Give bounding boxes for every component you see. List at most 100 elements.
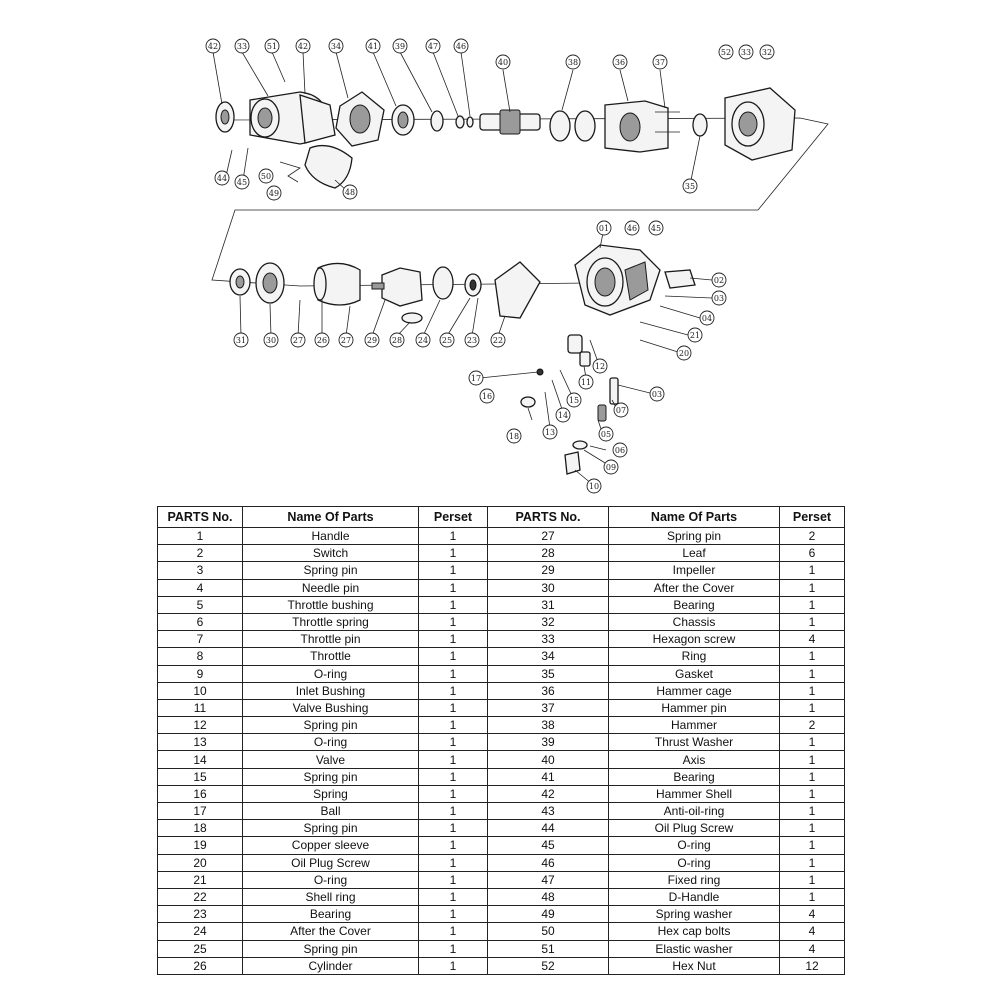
svg-text:49: 49 <box>269 189 279 198</box>
part-name-cell: Spring pin <box>242 767 419 786</box>
part-name-cell: Copper sleeve <box>242 836 419 855</box>
part-name-cell: Throttle spring <box>242 612 419 632</box>
svg-text:45: 45 <box>651 224 661 233</box>
callout: 32 <box>759 44 775 60</box>
part-number-cell: 44 <box>487 819 609 838</box>
svg-text:44: 44 <box>217 174 227 183</box>
perset-cell: 1 <box>418 612 488 632</box>
part-name-cell: After the Cover <box>242 922 419 941</box>
callout: 49 <box>266 185 282 201</box>
perset-cell: 1 <box>779 853 845 872</box>
part-name-cell: Anti-oil-ring <box>608 801 780 821</box>
callout: 16 <box>479 388 495 404</box>
part-name-cell: Axis <box>608 750 780 769</box>
perset-cell: 1 <box>418 544 488 563</box>
part-number-cell: 35 <box>487 664 609 683</box>
part-number-cell: 52 <box>487 956 609 975</box>
perset-cell: 1 <box>418 681 488 700</box>
svg-text:33: 33 <box>237 42 247 51</box>
perset-cell: 1 <box>779 733 845 752</box>
part-number-cell: 27 <box>487 526 609 546</box>
part-name-cell: Spring pin <box>242 939 419 958</box>
callout: 24 <box>415 332 431 348</box>
part-number-cell: 22 <box>157 887 243 907</box>
part-number-cell: 9 <box>157 664 243 683</box>
svg-text:50: 50 <box>261 172 271 181</box>
column-header: Perset <box>418 506 488 528</box>
callout: 07 <box>613 402 629 418</box>
svg-text:34: 34 <box>331 42 341 51</box>
callout: 04 <box>699 310 715 326</box>
part-name-cell: Thrust Washer <box>608 733 780 752</box>
part-number-cell: 40 <box>487 750 609 769</box>
part-name-cell: Spring <box>242 784 419 804</box>
part-number-cell: 15 <box>157 767 243 786</box>
callout: 13 <box>542 424 558 440</box>
column-header: Name Of Parts <box>242 506 419 528</box>
svg-text:35: 35 <box>685 182 695 191</box>
part-number-cell: 6 <box>157 612 243 632</box>
part-number-cell: 13 <box>157 733 243 752</box>
perset-cell: 1 <box>418 784 488 804</box>
part-number-cell: 41 <box>487 767 609 786</box>
svg-text:24: 24 <box>418 336 428 345</box>
callout: 20 <box>676 345 692 361</box>
part-number-cell: 36 <box>487 681 609 700</box>
column-header: PARTS No. <box>487 506 609 528</box>
perset-cell: 4 <box>779 630 845 649</box>
perset-cell: 1 <box>779 664 845 683</box>
callout: 18 <box>506 428 522 444</box>
part-name-cell: Valve <box>242 750 419 769</box>
part-number-cell: 50 <box>487 922 609 941</box>
callout: 06 <box>612 442 628 458</box>
perset-cell: 2 <box>779 716 845 735</box>
svg-text:28: 28 <box>392 336 402 345</box>
svg-text:02: 02 <box>714 276 724 285</box>
perset-cell: 1 <box>779 819 845 838</box>
part-name-cell: Spring pin <box>242 716 419 735</box>
part-name-cell: Spring pin <box>608 526 780 546</box>
part-number-cell: 51 <box>487 939 609 958</box>
svg-text:42: 42 <box>298 42 308 51</box>
callout: 35 <box>682 178 698 194</box>
part-number-cell: 33 <box>487 630 609 649</box>
callout: 33 <box>234 38 250 54</box>
part-number-cell: 34 <box>487 647 609 666</box>
perset-cell: 1 <box>418 870 488 889</box>
svg-text:37: 37 <box>655 58 665 67</box>
callout: 25 <box>439 332 455 348</box>
column-header: Name Of Parts <box>608 506 780 528</box>
svg-text:17: 17 <box>471 374 481 383</box>
part-number-cell: 19 <box>157 836 243 855</box>
svg-text:05: 05 <box>601 430 611 439</box>
callout: 37 <box>652 54 668 70</box>
svg-text:10: 10 <box>589 482 599 491</box>
part-name-cell: Gasket <box>608 664 780 683</box>
part-number-cell: 8 <box>157 647 243 666</box>
part-name-cell: Cylinder <box>242 956 419 975</box>
perset-cell: 1 <box>779 698 845 718</box>
part-number-cell: 43 <box>487 801 609 821</box>
svg-text:41: 41 <box>368 42 378 51</box>
svg-text:30: 30 <box>266 336 276 345</box>
callout: 31 <box>233 332 249 348</box>
perset-cell: 1 <box>418 664 488 683</box>
part-number-cell: 39 <box>487 733 609 752</box>
part-name-cell: O-ring <box>242 664 419 683</box>
svg-text:46: 46 <box>456 42 466 51</box>
part-name-cell: Elastic washer <box>608 939 780 958</box>
perset-cell: 1 <box>418 561 488 580</box>
part-name-cell: Fixed ring <box>608 870 780 889</box>
perset-cell: 4 <box>779 905 845 924</box>
callout: 03 <box>649 386 665 402</box>
part-number-cell: 18 <box>157 819 243 838</box>
svg-text:11: 11 <box>581 378 591 387</box>
